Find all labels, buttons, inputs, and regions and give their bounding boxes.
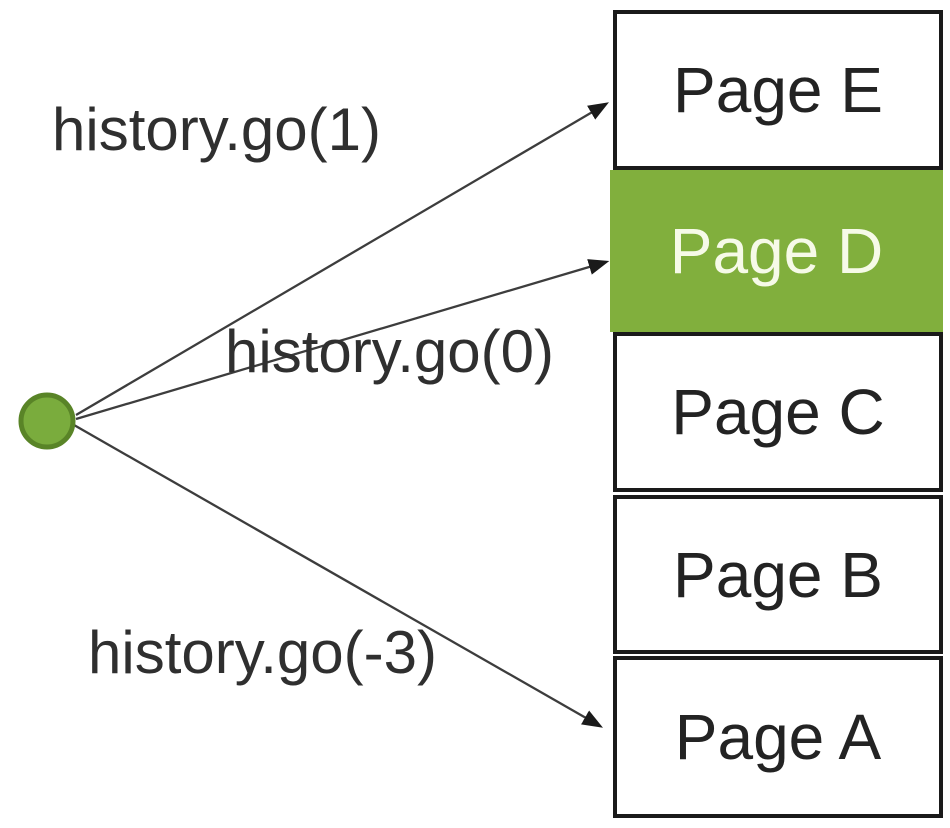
arrow-go-forward	[75, 102, 609, 416]
arrow-go-back	[73, 424, 603, 728]
label-history-go-current: history.go(0)	[225, 318, 555, 385]
history-stack-page-e: Page E	[613, 10, 943, 170]
history-stack-page-d-current: Page D	[610, 170, 943, 332]
label-history-go-forward: history.go(1)	[52, 96, 382, 163]
history-stack-page-a: Page A	[613, 656, 943, 818]
history-stack-page-c: Page C	[613, 332, 943, 492]
current-position-dot	[18, 392, 76, 450]
label-history-go-back: history.go(-3)	[88, 619, 437, 686]
arrow-go-current	[75, 259, 610, 421]
history-stack-page-b: Page B	[613, 495, 943, 654]
